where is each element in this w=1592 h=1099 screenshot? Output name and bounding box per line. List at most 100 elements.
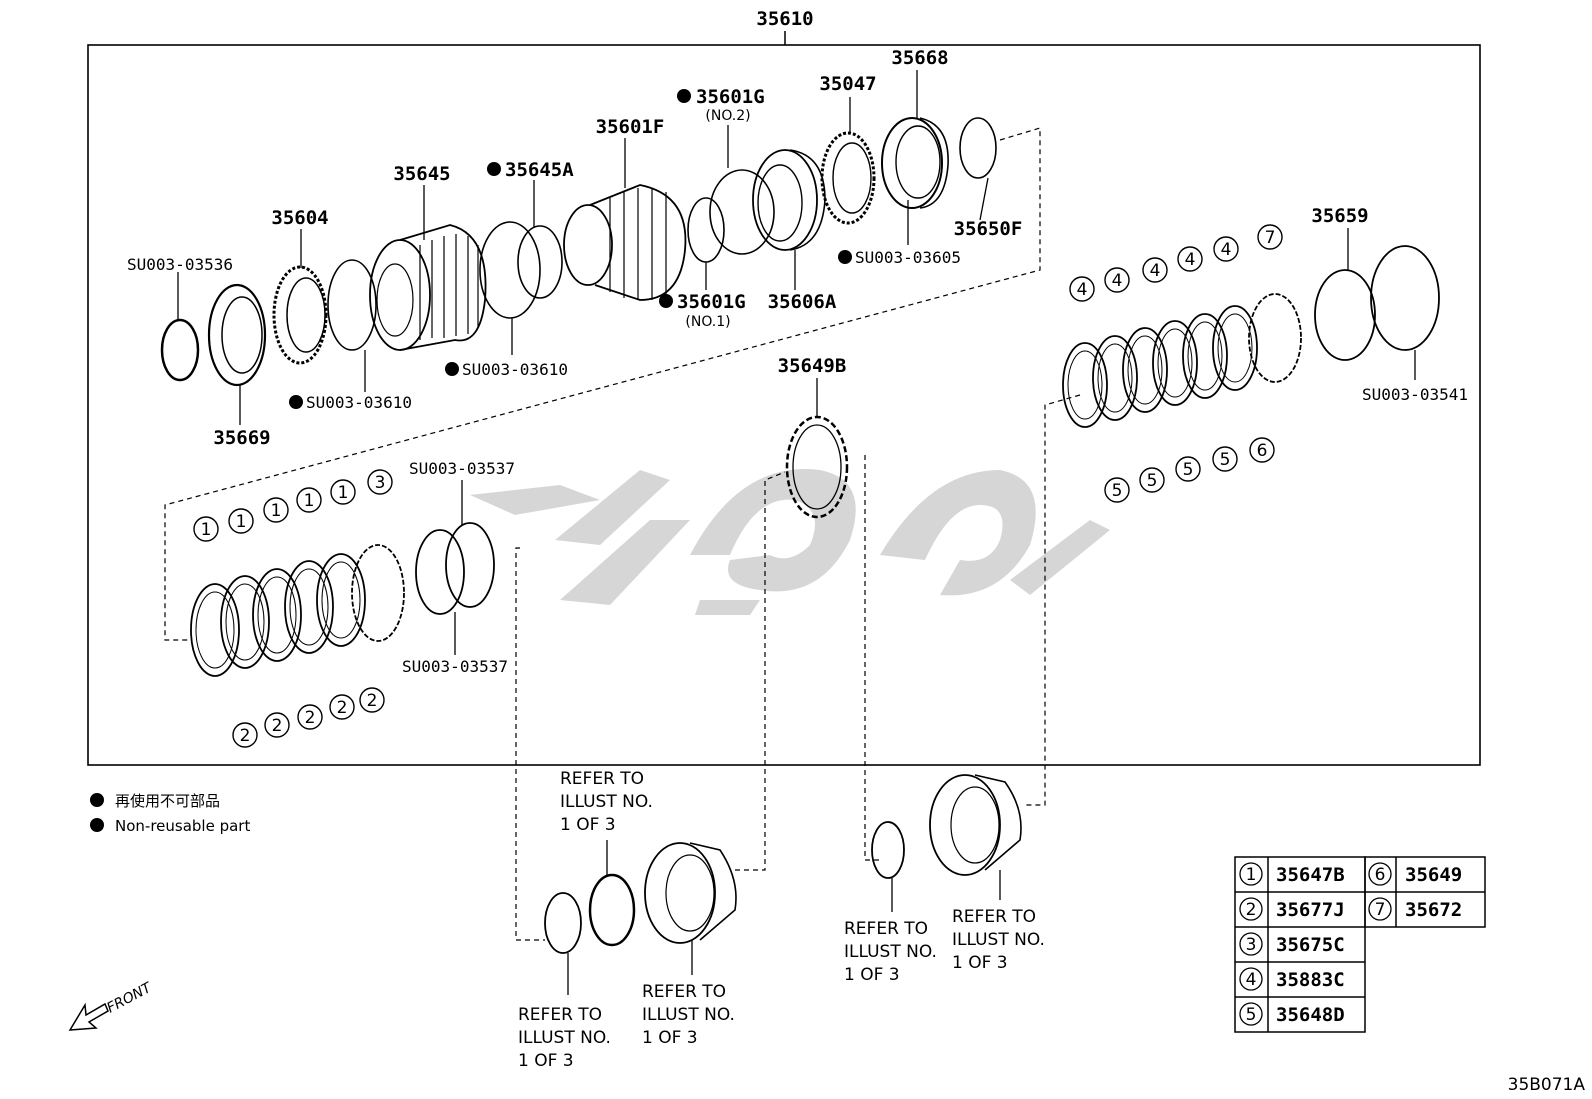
label-su003-03537-bot: SU003-03537 (402, 657, 508, 676)
callout-1: 1 (330, 479, 356, 505)
snap-ring-su003-03541 (1370, 245, 1440, 351)
callout-5: 5 (1104, 477, 1130, 503)
label-35606a: 35606A (768, 291, 837, 313)
svg-text:7: 7 (1375, 900, 1386, 920)
callout-2: 2 (329, 694, 355, 720)
non-reusable-dot (838, 250, 852, 264)
label-35601g-no2: 35601G (696, 86, 765, 108)
non-reusable-dot (445, 362, 459, 376)
svg-text:2: 2 (272, 716, 283, 736)
snap-ring-su003-03537-b (445, 522, 495, 608)
clutch-35604 (272, 265, 328, 365)
clutch-pack-right (1062, 293, 1302, 428)
label-35047: 35047 (819, 73, 876, 95)
label-35604: 35604 (271, 207, 328, 229)
callout-3: 3 (367, 469, 393, 495)
callout-1: 1 (263, 497, 289, 523)
front-arrow-icon (68, 1002, 109, 1031)
svg-text:6: 6 (1257, 441, 1268, 461)
svg-text:35647B: 35647B (1276, 864, 1345, 886)
diagram-code: 35B071A (1508, 1075, 1586, 1095)
label-35601g-no2-sub: (NO.2) (705, 108, 750, 124)
callout-6: 6 (1249, 437, 1275, 463)
svg-text:2: 2 (305, 708, 316, 728)
non-reusable-dot (289, 395, 303, 409)
ring-35659 (1314, 269, 1376, 361)
legend-en: Non-reusable part (115, 817, 250, 835)
svg-text:5: 5 (1220, 450, 1231, 470)
callouts-left: 1 1 1 1 1 3 2 2 2 2 2 (193, 469, 393, 748)
svg-text:35883C: 35883C (1276, 969, 1345, 991)
non-reusable-dot (677, 89, 691, 103)
label-35645: 35645 (393, 163, 450, 185)
svg-text:2: 2 (337, 698, 348, 718)
svg-text:5: 5 (1147, 471, 1158, 491)
callout-1: 1 (193, 516, 219, 542)
retainer-35668 (881, 117, 943, 209)
legend-dot-icon (90, 793, 104, 807)
assembly-number: 35610 (756, 8, 813, 30)
svg-text:3: 3 (375, 473, 386, 493)
drum-35645 (369, 239, 431, 351)
svg-text:4: 4 (1221, 240, 1232, 260)
svg-text:35675C: 35675C (1276, 934, 1345, 956)
hub-bottom-a (644, 842, 716, 944)
legend-dot-icon (90, 818, 104, 832)
label-35668: 35668 (891, 47, 948, 69)
callout-4: 4 (1177, 246, 1203, 272)
label-su003-03536: SU003-03536 (127, 255, 233, 274)
legend: 再使用不可部品 Non-reusable part (90, 792, 250, 835)
svg-text:6: 6 (1375, 865, 1386, 885)
parts-drawings (160, 117, 1440, 954)
label-35650f: 35650F (954, 218, 1023, 240)
svg-text:4: 4 (1150, 261, 1161, 281)
o-ring-su003-03610-b (479, 221, 541, 319)
snap-ring-su003-03536 (160, 318, 200, 382)
svg-text:3: 3 (1246, 935, 1257, 955)
callout-5: 5 (1212, 446, 1238, 472)
label-su003-03610-b: SU003-03610 (306, 393, 412, 412)
callout-2: 2 (264, 712, 290, 738)
o-ring-su003-03610-a (327, 259, 377, 351)
label-35649b: 35649B (778, 355, 847, 377)
snap-ring-bottom-b (871, 821, 905, 879)
key-row: 5 35648D (1239, 1002, 1345, 1026)
callouts-right: 4 4 4 4 4 7 5 5 5 5 6 (1069, 224, 1283, 503)
snap-ring-su003-03537-a (415, 529, 465, 615)
label-35601f: 35601F (596, 116, 665, 138)
svg-text:1: 1 (1246, 865, 1257, 885)
svg-text:1: 1 (236, 512, 247, 532)
label-35669: 35669 (213, 427, 270, 449)
bearing-race-bottom (588, 873, 636, 947)
callout-4: 4 (1142, 257, 1168, 283)
callout-2: 2 (359, 687, 385, 713)
callout-4: 4 (1104, 267, 1130, 293)
callout-2: 2 (232, 722, 258, 748)
svg-text:35677J: 35677J (1276, 899, 1345, 921)
front-label: FRONT (104, 979, 155, 1016)
label-35645a: 35645A (505, 159, 574, 181)
callout-5: 5 (1139, 467, 1165, 493)
svg-text:4: 4 (1077, 280, 1088, 300)
piston-35606a (752, 149, 818, 251)
legend-jp: 再使用不可部品 (115, 792, 220, 810)
svg-text:7: 7 (1265, 228, 1276, 248)
front-arrow: FRONT (68, 979, 155, 1031)
label-su003-03537-top: SU003-03537 (409, 459, 515, 478)
bearing-35047 (820, 131, 876, 225)
svg-text:4: 4 (1112, 271, 1123, 291)
svg-text:5: 5 (1246, 1005, 1257, 1025)
svg-text:1: 1 (304, 491, 315, 511)
svg-text:35648D: 35648D (1276, 1004, 1345, 1026)
leader-lines (177, 70, 1416, 995)
callout-4: 4 (1069, 276, 1095, 302)
label-35601g-no1: 35601G (677, 291, 746, 313)
